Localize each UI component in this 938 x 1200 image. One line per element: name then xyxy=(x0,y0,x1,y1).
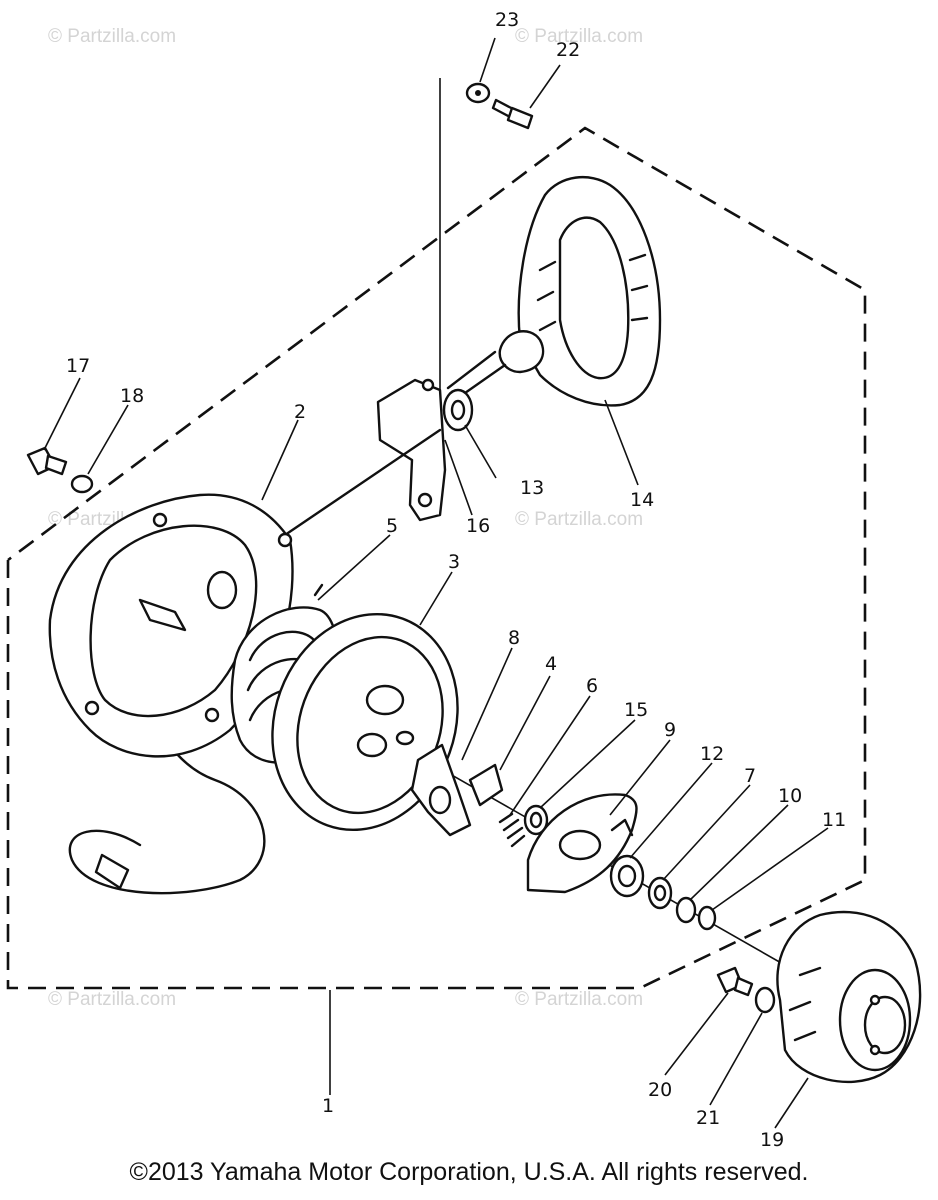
rope-end-clip xyxy=(94,853,130,890)
bolt-20 xyxy=(716,966,754,997)
bolt-22 xyxy=(491,98,534,130)
copyright-notice: ©2013 Yamaha Motor Corporation, U.S.A. A… xyxy=(129,1158,809,1186)
callout-19: 19 xyxy=(760,1129,784,1150)
callout-numbers: 23 22 17 18 2 13 14 16 5 3 8 4 6 15 9 12… xyxy=(66,9,846,1150)
washer-12 xyxy=(609,854,645,898)
washer-23 xyxy=(465,82,491,104)
callout-20: 20 xyxy=(648,1079,672,1101)
washer-21 xyxy=(754,986,776,1014)
callout-13: 13 xyxy=(520,477,544,499)
pawl-spring-4 xyxy=(468,763,504,807)
starter-handle-14 xyxy=(446,176,662,407)
nut-10 xyxy=(675,896,697,924)
assembly-outline xyxy=(6,126,867,990)
washer-15 xyxy=(523,804,549,836)
bolt-17 xyxy=(26,446,68,476)
callout-2: 2 xyxy=(294,401,306,423)
cushion-13 xyxy=(442,388,474,432)
callout-18: 18 xyxy=(120,385,144,407)
callout-3: 3 xyxy=(448,551,460,573)
friction-plate-9 xyxy=(526,793,638,894)
callout-6: 6 xyxy=(586,675,598,697)
drive-cup-19 xyxy=(776,910,922,1083)
callout-23: 23 xyxy=(495,9,519,31)
callout-8: 8 xyxy=(508,627,520,649)
washer-7 xyxy=(647,876,673,910)
callout-7: 7 xyxy=(744,765,756,787)
callout-11: 11 xyxy=(822,809,846,831)
spring-6 xyxy=(498,812,526,848)
recoil-starter-exploded-diagram: © Partzilla.com © Partzilla.com © Partzi… xyxy=(6,9,922,1150)
watermark-1: © Partzilla.com xyxy=(48,26,176,47)
callout-12: 12 xyxy=(700,743,724,765)
watermarks: © Partzilla.com © Partzilla.com © Partzi… xyxy=(48,26,643,1010)
callout-5: 5 xyxy=(386,515,398,537)
callout-10: 10 xyxy=(778,785,802,807)
callout-22: 22 xyxy=(556,39,580,61)
washer-18 xyxy=(70,474,94,494)
callout-14: 14 xyxy=(630,489,654,511)
leader-lines xyxy=(43,37,829,1129)
washer-11 xyxy=(697,905,717,931)
callout-4: 4 xyxy=(545,653,557,675)
callout-16: 16 xyxy=(466,515,490,537)
watermark-6: © Partzilla.com xyxy=(515,989,643,1010)
watermark-2: © Partzilla.com xyxy=(515,26,643,47)
callout-17: 17 xyxy=(66,355,90,377)
callout-1: 1 xyxy=(322,1095,334,1117)
callout-21: 21 xyxy=(696,1107,720,1129)
callout-9: 9 xyxy=(664,719,676,741)
pulley-3 xyxy=(271,612,459,832)
watermark-4: © Partzilla.com xyxy=(515,509,643,530)
pawl-8 xyxy=(410,743,472,837)
watermark-5: © Partzilla.com xyxy=(48,989,176,1010)
callout-15: 15 xyxy=(624,699,648,721)
